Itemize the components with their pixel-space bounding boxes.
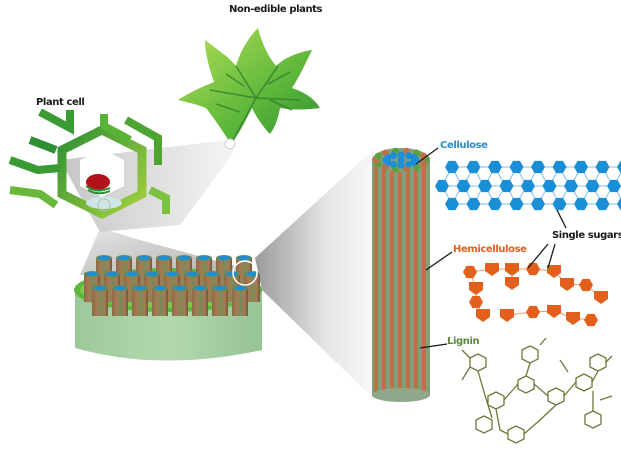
plant-cell-icon xyxy=(8,108,170,220)
glucose-unit xyxy=(574,197,588,211)
tissue-fiber xyxy=(112,288,128,316)
glucose-unit xyxy=(435,179,449,193)
sugar-unit xyxy=(584,313,598,327)
fiber-strand xyxy=(382,160,386,395)
tissue-fiber xyxy=(232,288,248,316)
glucose-unit xyxy=(456,179,471,193)
glucose-unit xyxy=(574,160,588,174)
tissue-fiber xyxy=(172,288,188,316)
sugar-unit xyxy=(594,291,608,304)
leader-lines xyxy=(415,147,567,349)
fiber-strand xyxy=(398,160,402,395)
sugar-unit xyxy=(560,278,574,291)
glucose-unit xyxy=(531,197,545,211)
glucose-unit xyxy=(509,160,524,174)
sugar-unit xyxy=(526,262,540,276)
fiber-strand xyxy=(374,160,378,395)
sugar-unit xyxy=(469,282,483,295)
tissue-fiber xyxy=(212,288,228,316)
fiber-bundle-icon xyxy=(372,147,430,402)
sugar-unit xyxy=(547,265,561,278)
glucose-unit xyxy=(499,179,514,193)
glucose-unit xyxy=(595,160,610,174)
sugar-unit xyxy=(566,312,580,325)
glucose-unit xyxy=(466,160,481,174)
glucose-unit xyxy=(552,197,567,211)
glucose-unit xyxy=(542,179,557,193)
tissue-fiber xyxy=(132,288,148,316)
glucose-unit xyxy=(478,179,492,193)
fiber-strand xyxy=(406,160,410,395)
glucose-unit xyxy=(595,197,610,211)
tissue-fiber xyxy=(152,288,168,316)
label-non-edible-plants: Non-edible plants xyxy=(229,4,323,15)
hexagon-chain-icon xyxy=(435,160,621,211)
label-cellulose: Cellulose xyxy=(440,140,488,151)
glucose-unit xyxy=(445,160,459,174)
label-hemicellulose: Hemicellulose xyxy=(453,244,527,255)
projection-tissue-to-fiber xyxy=(255,148,375,400)
leaf-icon xyxy=(178,28,320,150)
tissue-cylinder-icon xyxy=(74,255,262,361)
glucose-unit xyxy=(564,179,578,193)
sugar-unit xyxy=(579,278,593,292)
tissue-fiber xyxy=(92,288,108,316)
sugar-unit xyxy=(485,263,499,276)
fiber-strand xyxy=(414,160,418,395)
label-plant-cell: Plant cell xyxy=(36,97,85,108)
glucose-unit xyxy=(445,197,459,211)
label-single-sugars: Single sugars xyxy=(552,230,621,241)
glucose-unit xyxy=(585,179,600,193)
glucose-unit xyxy=(488,160,502,174)
sugar-unit xyxy=(463,265,477,279)
vacuole xyxy=(86,197,122,209)
sugar-unit xyxy=(500,309,514,322)
glucose-unit xyxy=(531,160,545,174)
sugar-unit xyxy=(526,305,540,319)
glucose-unit xyxy=(509,197,524,211)
fiber-strand xyxy=(422,160,426,395)
glucose-unit xyxy=(488,197,502,211)
glucose-unit xyxy=(617,160,621,174)
branched-chain-icon xyxy=(463,262,608,327)
glucose-unit xyxy=(552,160,567,174)
glucose-unit xyxy=(607,179,621,193)
tissue-fiber xyxy=(192,288,208,316)
fiber-strand xyxy=(390,160,394,395)
nucleus xyxy=(86,174,110,190)
glucose-unit xyxy=(466,197,481,211)
sugar-unit xyxy=(505,263,519,276)
molecular-structure-icon xyxy=(461,337,613,444)
sugar-unit xyxy=(476,309,490,322)
glucose-unit xyxy=(617,197,621,211)
sugar-unit xyxy=(547,305,561,318)
sugar-unit xyxy=(505,277,519,290)
glucose-unit xyxy=(521,179,535,193)
sugar-unit xyxy=(469,295,483,309)
label-lignin: Lignin xyxy=(447,336,480,347)
